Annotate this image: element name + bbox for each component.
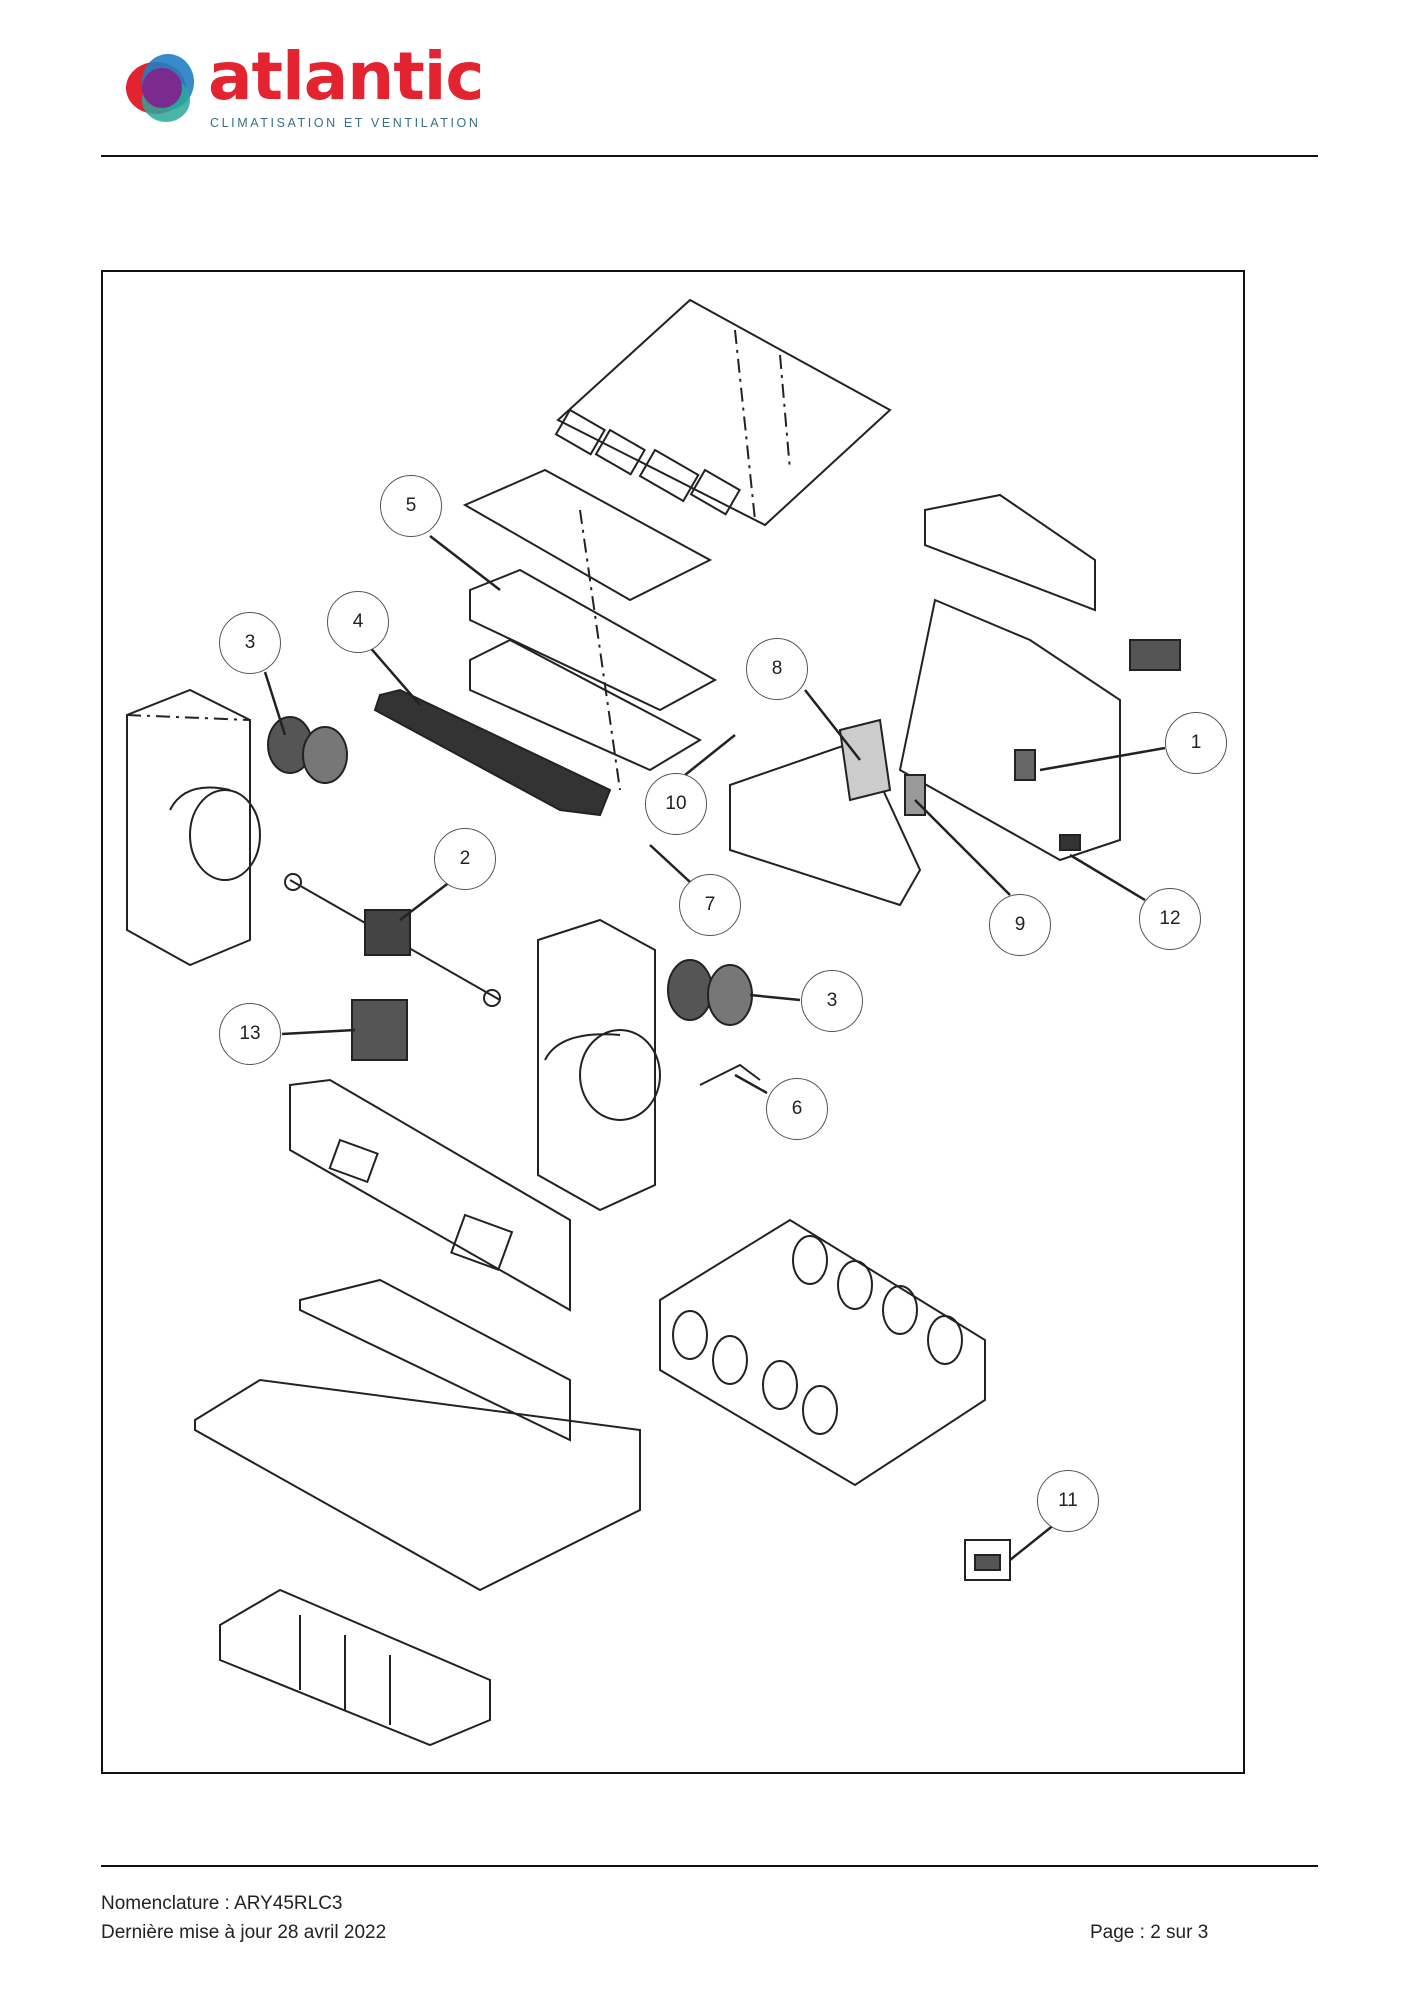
atlantic-logo: atlantic CLIMATISATION ET VENTILATION bbox=[120, 38, 500, 134]
nomenclature-label: Nomenclature : ARY45RLC3 bbox=[101, 1893, 343, 1914]
fan-wheel-left-part bbox=[267, 716, 348, 784]
callout-12: 12 bbox=[1139, 888, 1201, 950]
callout-10: 10 bbox=[645, 773, 707, 835]
callout-2: 2 bbox=[434, 828, 496, 890]
motor-mount-part bbox=[351, 999, 408, 1061]
top-cover-part bbox=[554, 298, 892, 527]
page-number: Page : 2 sur 3 bbox=[1090, 1922, 1209, 1943]
fan-wheel-right-part bbox=[667, 959, 753, 1026]
callout-4: 4 bbox=[327, 591, 389, 653]
header-divider bbox=[101, 155, 1318, 157]
fan-housing-left-part bbox=[126, 688, 261, 967]
fan-housing-right-part bbox=[537, 918, 661, 1212]
callout-6: 6 bbox=[766, 1078, 828, 1140]
callout-3: 3 bbox=[219, 612, 281, 674]
exploded-view-frame bbox=[101, 270, 1245, 1774]
heat-exchanger-part bbox=[462, 468, 718, 791]
callout-1: 1 bbox=[1165, 712, 1227, 774]
drain-pan-part bbox=[373, 688, 612, 817]
callout-3-right: 3 bbox=[801, 970, 863, 1032]
duct-flange-part bbox=[659, 1218, 986, 1487]
leader-lines bbox=[263, 535, 1166, 1561]
callout-7: 7 bbox=[679, 874, 741, 936]
chassis-panel-part bbox=[194, 1078, 641, 1592]
logo-mark-icon bbox=[126, 54, 194, 122]
callout-13: 13 bbox=[219, 1003, 281, 1065]
control-box-part bbox=[729, 493, 1181, 907]
callout-8: 8 bbox=[746, 638, 808, 700]
callout-5: 5 bbox=[380, 475, 442, 537]
brand-name: atlantic bbox=[208, 38, 485, 115]
callout-11: 11 bbox=[1037, 1470, 1099, 1532]
callout-9: 9 bbox=[989, 894, 1051, 956]
sensor-part bbox=[699, 1063, 761, 1086]
last-update-label: Dernière mise à jour 28 avril 2022 bbox=[101, 1922, 387, 1943]
air-filter-part bbox=[219, 1588, 491, 1747]
footer-divider bbox=[101, 1865, 1318, 1867]
remote-display-icon bbox=[974, 1554, 1001, 1571]
fan-motor-part bbox=[284, 873, 501, 1007]
brand-tagline: CLIMATISATION ET VENTILATION bbox=[210, 116, 481, 130]
